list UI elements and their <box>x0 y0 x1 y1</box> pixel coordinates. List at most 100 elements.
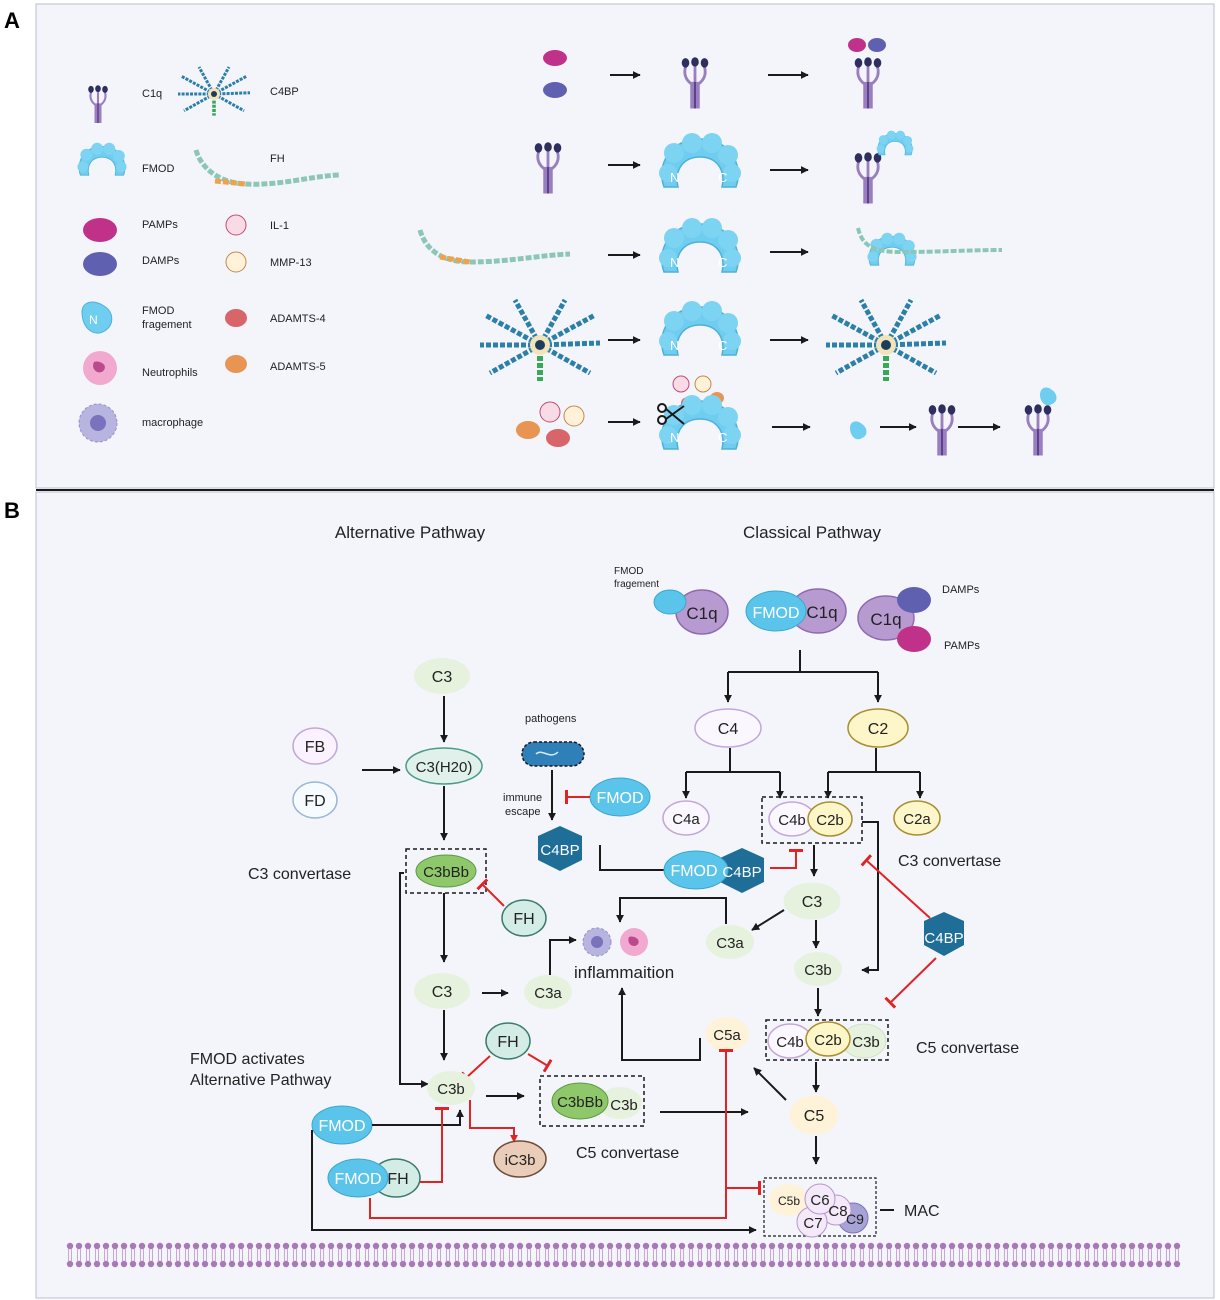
legend-c4bp: C4BP <box>270 86 299 98</box>
fmod-fragment-n: N <box>89 313 98 327</box>
svg-text:C1q: C1q <box>686 604 717 623</box>
svg-text:N: N <box>670 338 679 353</box>
ic3b-node <box>493 1140 547 1178</box>
svg-text:FD: FD <box>304 793 325 810</box>
cell-membrane <box>66 1242 1181 1268</box>
c4bp-hex-right <box>924 912 964 956</box>
svg-text:C4BP: C4BP <box>924 930 963 947</box>
inflammation-label: inflammaition <box>574 963 674 982</box>
fh-icon <box>193 149 341 187</box>
c2-node <box>847 708 909 748</box>
svg-text:C3: C3 <box>432 669 453 686</box>
mmp13-icon <box>225 251 247 273</box>
pamps-label: PAMPs <box>944 640 980 652</box>
svg-text:N: N <box>670 255 679 270</box>
fmod-activates-label-1: FMOD activates <box>190 1051 305 1068</box>
panel-a-row-1 <box>543 38 886 110</box>
fh-node-2 <box>485 1022 531 1060</box>
scissors-icon <box>657 403 685 425</box>
svg-text:C5b: C5b <box>778 1194 800 1208</box>
panel-a-row-2: N C <box>533 130 914 205</box>
svg-text:FB: FB <box>305 739 325 756</box>
legend-fh: FH <box>270 153 285 165</box>
classical-c3-convertase-label: C3 convertase <box>898 853 1001 870</box>
fmod-fragment-icon <box>81 301 113 334</box>
svg-text:C4BP: C4BP <box>722 864 761 881</box>
c5a-node <box>705 1017 749 1051</box>
legend-c1q: C1q <box>142 88 162 100</box>
pamps-icon <box>83 218 117 242</box>
damps-icon <box>83 252 117 276</box>
c3b-node-alt <box>598 1087 642 1119</box>
alt-c3-node <box>414 658 470 694</box>
pathogens-label: pathogens <box>525 713 577 725</box>
c4a-node <box>662 800 710 836</box>
panel-a-row-5: N C <box>516 375 1057 457</box>
adamts4-icon <box>225 309 247 327</box>
c6-node <box>804 1183 836 1215</box>
svg-text:C3bBb: C3bBb <box>557 1094 603 1111</box>
svg-text:FH: FH <box>497 1034 518 1051</box>
fh-node-1 <box>501 899 547 937</box>
fmod-fragment-node <box>653 589 687 615</box>
svg-text:C: C <box>718 338 727 353</box>
svg-text:C: C <box>718 170 727 185</box>
classical-c5-convertase-label: C5 convertase <box>916 1040 1019 1057</box>
c2b-node <box>807 801 853 837</box>
svg-text:C3a: C3a <box>534 985 562 1002</box>
alt-c5-convertase-box <box>539 1075 645 1127</box>
svg-text:FMOD: FMOD <box>334 1171 381 1188</box>
svg-text:C8: C8 <box>828 1203 847 1220</box>
c4-node <box>694 708 762 748</box>
fmod-node-2 <box>745 590 807 632</box>
c4bp-hex-center <box>538 826 582 871</box>
svg-text:FMOD: FMOD <box>670 863 717 880</box>
fmod-fragment-label-2: fragement <box>614 579 659 590</box>
alt-c3a-node <box>524 975 572 1009</box>
alt-c5-convertase-label: C5 convertase <box>576 1145 679 1162</box>
svg-text:C: C <box>718 255 727 270</box>
svg-text:N: N <box>670 430 679 445</box>
svg-text:C1q: C1q <box>806 603 837 622</box>
svg-text:C4: C4 <box>718 721 739 738</box>
legend-fmod-fragment-2: fragement <box>142 319 192 331</box>
svg-text:C4b: C4b <box>778 812 806 829</box>
fd-node <box>292 781 338 819</box>
panel-a-frame <box>35 3 1215 489</box>
svg-text:C2: C2 <box>868 721 889 738</box>
svg-text:C4BP: C4BP <box>540 842 579 859</box>
classical-c3-node <box>783 882 841 920</box>
svg-text:C5: C5 <box>804 1108 825 1125</box>
svg-text:C4a: C4a <box>672 811 700 828</box>
classical-c3a-node <box>706 925 754 959</box>
alt-c3-node-2 <box>414 973 470 1009</box>
fmod-activates-label-2: Alternative Pathway <box>190 1072 331 1089</box>
c2a-node <box>893 800 941 836</box>
svg-text:C2a: C2a <box>903 811 931 828</box>
classical-c3b-node <box>794 952 842 986</box>
legend-fmod: FMOD <box>142 163 174 175</box>
svg-text:C6: C6 <box>810 1192 829 1209</box>
fb-node <box>292 727 338 765</box>
svg-text:C4b: C4b <box>776 1034 804 1051</box>
legend-macrophage: macrophage <box>142 417 203 429</box>
alt-c3-convertase-label: C3 convertase <box>248 866 351 883</box>
svg-text:N: N <box>670 170 679 185</box>
c3h2o-node <box>405 747 483 785</box>
legend-adamts4: ADAMTS-4 <box>270 313 326 325</box>
svg-text:C2b: C2b <box>816 812 844 829</box>
panel-b-letter: B <box>4 498 20 523</box>
mac-label: MAC <box>904 1203 940 1220</box>
fmod-node-fh <box>327 1158 389 1198</box>
panel-a-row-3: N C <box>417 217 1003 273</box>
svg-text:C5a: C5a <box>713 1027 741 1044</box>
c4bp-hex-complex <box>720 848 764 893</box>
svg-text:C3a: C3a <box>716 935 744 952</box>
damps-label: DAMPs <box>942 584 980 596</box>
legend-pamps: PAMPs <box>142 219 178 231</box>
alt-pathway-title: Alternative Pathway <box>335 523 486 542</box>
svg-text:C3b: C3b <box>852 1034 880 1051</box>
panel-a-row-4: N C <box>480 300 946 381</box>
svg-text:FH: FH <box>513 911 534 928</box>
svg-text:C3bBb: C3bBb <box>423 864 469 881</box>
